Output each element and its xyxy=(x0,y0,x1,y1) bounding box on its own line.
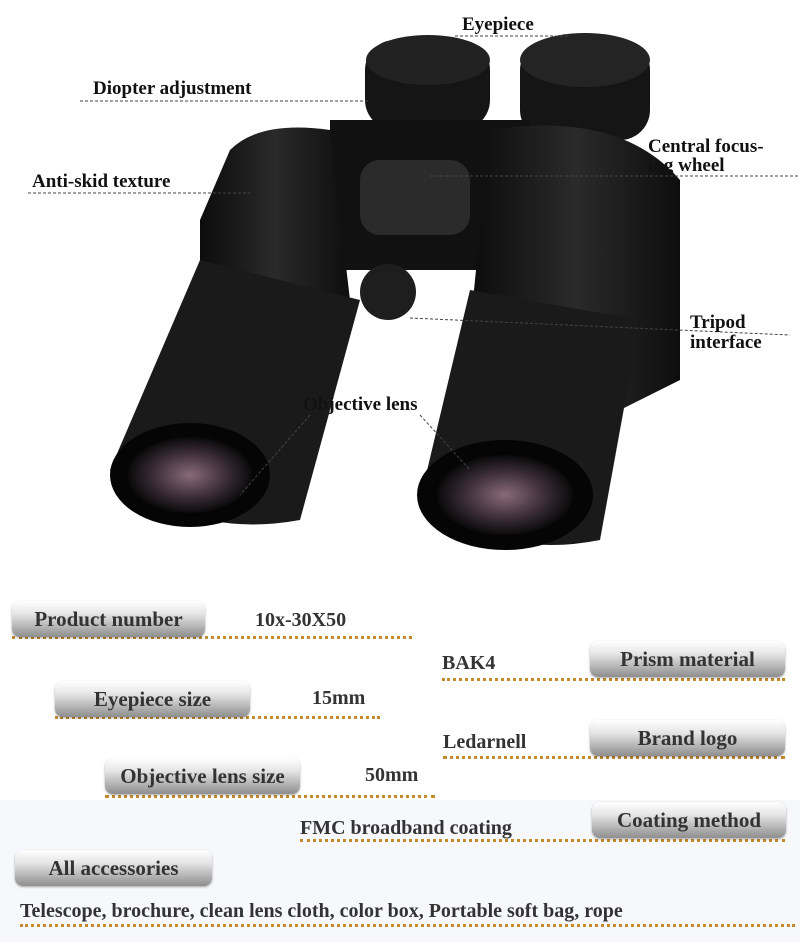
callout-diopter-adjustment: Diopter adjustment xyxy=(93,78,252,99)
dotted-underline xyxy=(105,795,435,798)
dotted-underline xyxy=(443,756,785,759)
binoculars-image xyxy=(28,33,800,550)
callout-tripod-line2: interface xyxy=(690,332,762,353)
dotted-underline xyxy=(442,678,785,681)
focus-wheel xyxy=(360,160,470,235)
spec-value-product-number: 10x-30X50 xyxy=(255,609,347,631)
dotted-underline xyxy=(300,839,785,842)
dotted-underline xyxy=(12,636,412,639)
callout-eyepiece: Eyepiece xyxy=(462,14,534,35)
spec-label-eyepiece-size: Eyepiece size xyxy=(55,681,250,717)
spec-value-brand-logo: Ledarnell xyxy=(443,731,527,753)
callout-tripod-line1: Tripod xyxy=(690,312,746,333)
spec-label-product-number: Product number xyxy=(12,601,205,637)
spec-value-eyepiece-size: 15mm xyxy=(312,687,366,709)
callout-anti-skid: Anti-skid texture xyxy=(32,171,171,192)
tripod-interface xyxy=(360,264,416,320)
spec-value-all-accessories: Telescope, brochure, clean lens cloth, c… xyxy=(20,900,623,922)
eyepiece-right xyxy=(520,33,650,140)
callout-focus-line1: Central focus- xyxy=(648,136,764,157)
spec-label-objective-lens-size: Objective lens size xyxy=(105,758,300,794)
callout-objective-lens: Objective lens xyxy=(303,394,418,415)
dotted-underline xyxy=(20,924,795,927)
spec-label-all-accessories: All accessories xyxy=(15,850,212,886)
spec-label-coating-method: Coating method xyxy=(592,802,786,838)
callout-focus-line2: ing wheel xyxy=(648,155,725,176)
eyepiece-left xyxy=(365,35,490,130)
spec-value-coating-method: FMC broadband coating xyxy=(300,817,512,839)
callout-lines xyxy=(28,35,800,496)
spec-label-brand-logo: Brand logo xyxy=(590,720,785,756)
spec-label-prism-material: Prism material xyxy=(590,641,785,677)
spec-value-objective-lens-size: 50mm xyxy=(365,764,419,786)
spec-value-prism-material: BAK4 xyxy=(442,652,496,674)
dotted-underline xyxy=(55,716,380,719)
